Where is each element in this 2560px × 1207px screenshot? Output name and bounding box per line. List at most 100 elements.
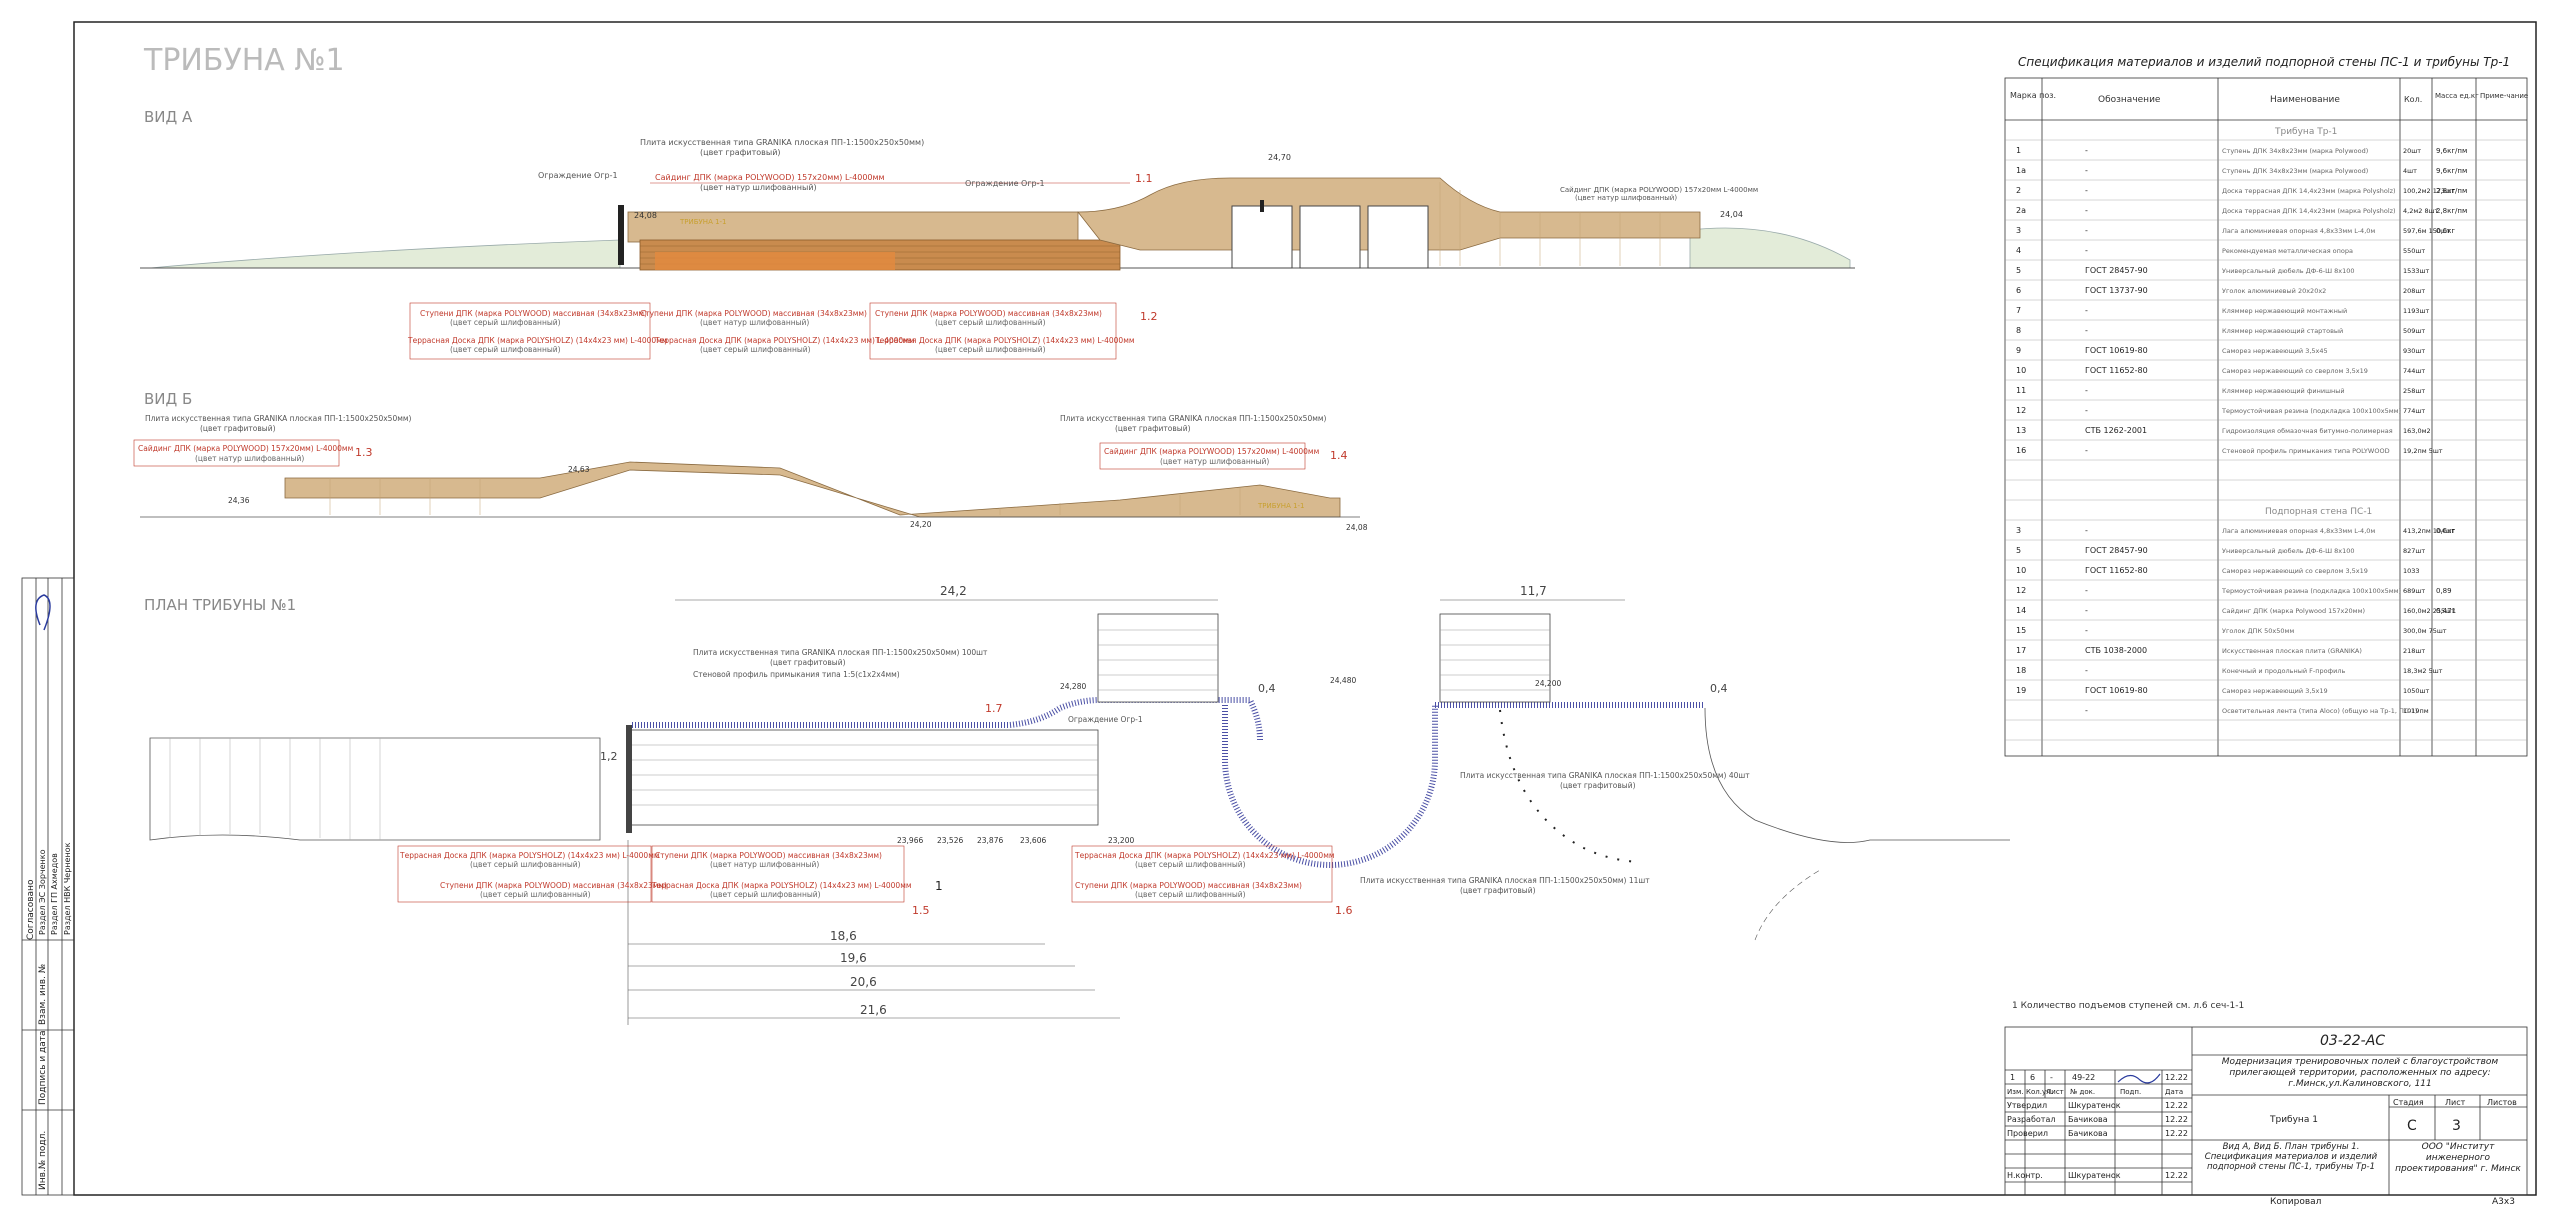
plan-drawing — [149, 599, 2010, 1025]
vb-note-right-sub: (цвет графитовый) — [1115, 424, 1191, 433]
spec-head-note: Приме-чание — [2480, 92, 2528, 100]
spec-cell-qty: 827шт — [2403, 547, 2425, 555]
spec-cell-pos: 14 — [2016, 606, 2026, 615]
spec-cell-name: Искусственная плоская плита (GRANIKA) — [2222, 647, 2362, 655]
spec-cell-qty: 258шт — [2403, 387, 2425, 395]
spec-head-name: Наименование — [2270, 95, 2340, 105]
spec-cell-qty: 208шт — [2403, 287, 2425, 295]
spec-cell-des: - — [2085, 306, 2088, 315]
strip-agreed: Согласовано — [26, 879, 36, 940]
spec-section-2: Подпорная стена ПС-1 — [2265, 507, 2372, 517]
spec-cell-des: ГОСТ 28457-90 — [2085, 546, 2148, 555]
spec-cell-pos: 2 — [2016, 186, 2021, 195]
spec-table — [2004, 77, 2528, 757]
plan-note-plate-right-sub: (цвет графитовый) — [1560, 781, 1636, 790]
spec-cell-des: - — [2085, 586, 2088, 595]
va-level-left: 24,08 — [634, 211, 657, 220]
plan-nbm-4: (цвет серый шлифованный) — [710, 890, 821, 899]
spec-cell-name: Сайдинг ДПК (марка Polywood 157х20мм) — [2222, 607, 2365, 615]
va-top-plate-sub: (цвет графитовый) — [700, 148, 781, 157]
plan-elev-6: 23,876 — [977, 836, 1003, 845]
stamp-role-name: Бачикова — [2068, 1129, 2108, 1138]
spec-cell-name: Уголок ДПК 50х50мм — [2222, 627, 2294, 635]
spec-cell-qty: 1533шт — [2403, 267, 2429, 275]
stamp-role-date: 12.22 — [2165, 1171, 2188, 1180]
stamp-project-fo: Модернизация тренировочных полей с благо… — [2222, 1057, 2498, 1089]
view-b-label: ВИД Б — [144, 390, 192, 408]
spec-cell-pos: 6 — [2016, 286, 2021, 295]
plan-dim-side-3: 1,2 — [600, 750, 618, 763]
va-stairs-3d: (цвет серый шлифованный) — [935, 345, 1046, 354]
stamp-drawing: Вид А, Вид Б. План трибуны 1. Спецификац… — [2204, 1142, 2378, 1173]
spec-cell-des: - — [2085, 626, 2088, 635]
spec-rows-1: 1-Ступень ДПК 34х8х23мм (марка Polywood)… — [2016, 146, 2467, 455]
spec-cell-mass: 9,6кг/пм — [2436, 167, 2467, 175]
va-level-right: 24,04 — [1720, 210, 1743, 219]
spec-cell-des: - — [2085, 146, 2088, 155]
plan-nbl-1: Террасная Доска ДПК (марка POLYSHOLZ) (1… — [399, 851, 660, 860]
stamp-head-2: Кол.уч. — [2026, 1088, 2052, 1096]
spec-cell-pos: 10 — [2016, 366, 2026, 375]
spec-cell-name: Кляммер нержавеющий стартовый — [2222, 327, 2343, 335]
stamp-role-name: Бачикова — [2068, 1115, 2108, 1124]
plan-elev-3: 24,200 — [1535, 679, 1561, 688]
spec-cell-mass: 0,89 — [2436, 587, 2452, 595]
spec-cell-qty: 689шт — [2403, 587, 2425, 595]
spec-cell-qty: 1050шт — [2403, 687, 2429, 695]
plan-nbr-2: (цвет серый шлифованный) — [1135, 860, 1246, 869]
spec-cell-des: ГОСТ 10619-80 — [2085, 346, 2148, 355]
stamp-role-role: Н.контр. — [2007, 1171, 2043, 1180]
vb-note-left: Плита искусственная типа GRANIKA плоская… — [145, 414, 412, 423]
plan-label: ПЛАН ТРИБУНЫ №1 — [144, 596, 296, 614]
vb-siding-left-sub: (цвет натур шлифованный) — [195, 454, 304, 463]
spec-cell-pos: 3 — [2016, 526, 2021, 535]
spec-cell-pos: 11 — [2016, 386, 2026, 395]
stamp-head-4: № док. — [2070, 1088, 2095, 1096]
callout-1-7: 1.7 — [985, 702, 1003, 715]
vb-note-right: Плита искусственная типа GRANIKA плоская… — [1060, 414, 1327, 423]
stamp-role-name: Шкуратенок — [2068, 1171, 2121, 1180]
stamp-role-role: Утвердил — [2007, 1101, 2047, 1110]
spec-cell-mass: 0,471 — [2436, 607, 2456, 615]
spec-cell-des: - — [2085, 446, 2088, 455]
spec-cell-name: Гидроизоляция обмазочная битумно-полимер… — [2222, 427, 2393, 435]
stamp-chg-1: 1 — [2010, 1073, 2015, 1082]
plan-elev-4: 23,966 — [897, 836, 923, 845]
stamp-head-6: Дата — [2165, 1088, 2183, 1096]
spec-cell-name: Ступень ДПК 34х8х23мм (марка Polywood) — [2222, 147, 2368, 155]
spec-cell-pos: 3 — [2016, 226, 2021, 235]
spec-cell-name: Саморез нержавеющий со сверлом 3,5х19 — [2222, 367, 2368, 375]
spec-cell-des: - — [2085, 246, 2088, 255]
left-strip — [21, 577, 75, 1196]
plan-dim-bottom-3: 20,6 — [850, 975, 877, 989]
plan-note-plate-bottom: Плита искусственная типа GRANIKA плоская… — [1360, 876, 1650, 885]
stamp-chg-3: - — [2050, 1073, 2053, 1082]
strip-signature — [35, 594, 51, 631]
stamp-sheet-head: Лист — [2445, 1098, 2466, 1107]
spec-cell-pos: 19 — [2016, 686, 2026, 695]
stamp-format: А3х3 — [2492, 1197, 2515, 1207]
spec-cell-des: - — [2085, 526, 2088, 535]
stamp-code: 03-22-АС — [2320, 1033, 2385, 1049]
stamp-sheet: 3 — [2452, 1118, 2461, 1134]
plan-dim-bottom-2: 19,6 — [840, 951, 867, 965]
strip-row-1: Раздел ЭС Зорченко — [38, 849, 47, 935]
spec-cell-pos: 16 — [2016, 446, 2026, 455]
spec-head-des: Обозначение — [2098, 95, 2161, 105]
plan-note-top-1: Плита искусственная типа GRANIKA плоская… — [693, 648, 988, 657]
spec-cell-des: СТБ 1262-2001 — [2085, 426, 2147, 435]
callout-1-1: 1.1 — [1135, 172, 1153, 185]
spec-section-1: Трибуна Тр-1 — [2274, 127, 2337, 137]
spec-cell-pos: 5 — [2016, 546, 2021, 555]
spec-cell-qty: 744шт — [2403, 367, 2425, 375]
plan-elev-7: 23,606 — [1020, 836, 1046, 845]
va-stairs-3c: Террасная Доска ДПК (марка POLYSHOLZ) (1… — [874, 336, 1135, 345]
plan-note-top-2: (цвет графитовый) — [770, 658, 846, 667]
spec-cell-pos: 1а — [2016, 166, 2026, 175]
spec-cell-qty: 1033 — [2403, 567, 2420, 575]
va-stairs-1c: Террасная Доска ДПК (марка POLYSHOLZ) (1… — [407, 336, 668, 345]
spec-cell-qty: 550шт — [2403, 247, 2425, 255]
va-stairs-2c: Террасная Доска ДПК (марка POLYSHOLZ) (1… — [654, 336, 915, 345]
spec-cell-pos: 15 — [2016, 626, 2026, 635]
